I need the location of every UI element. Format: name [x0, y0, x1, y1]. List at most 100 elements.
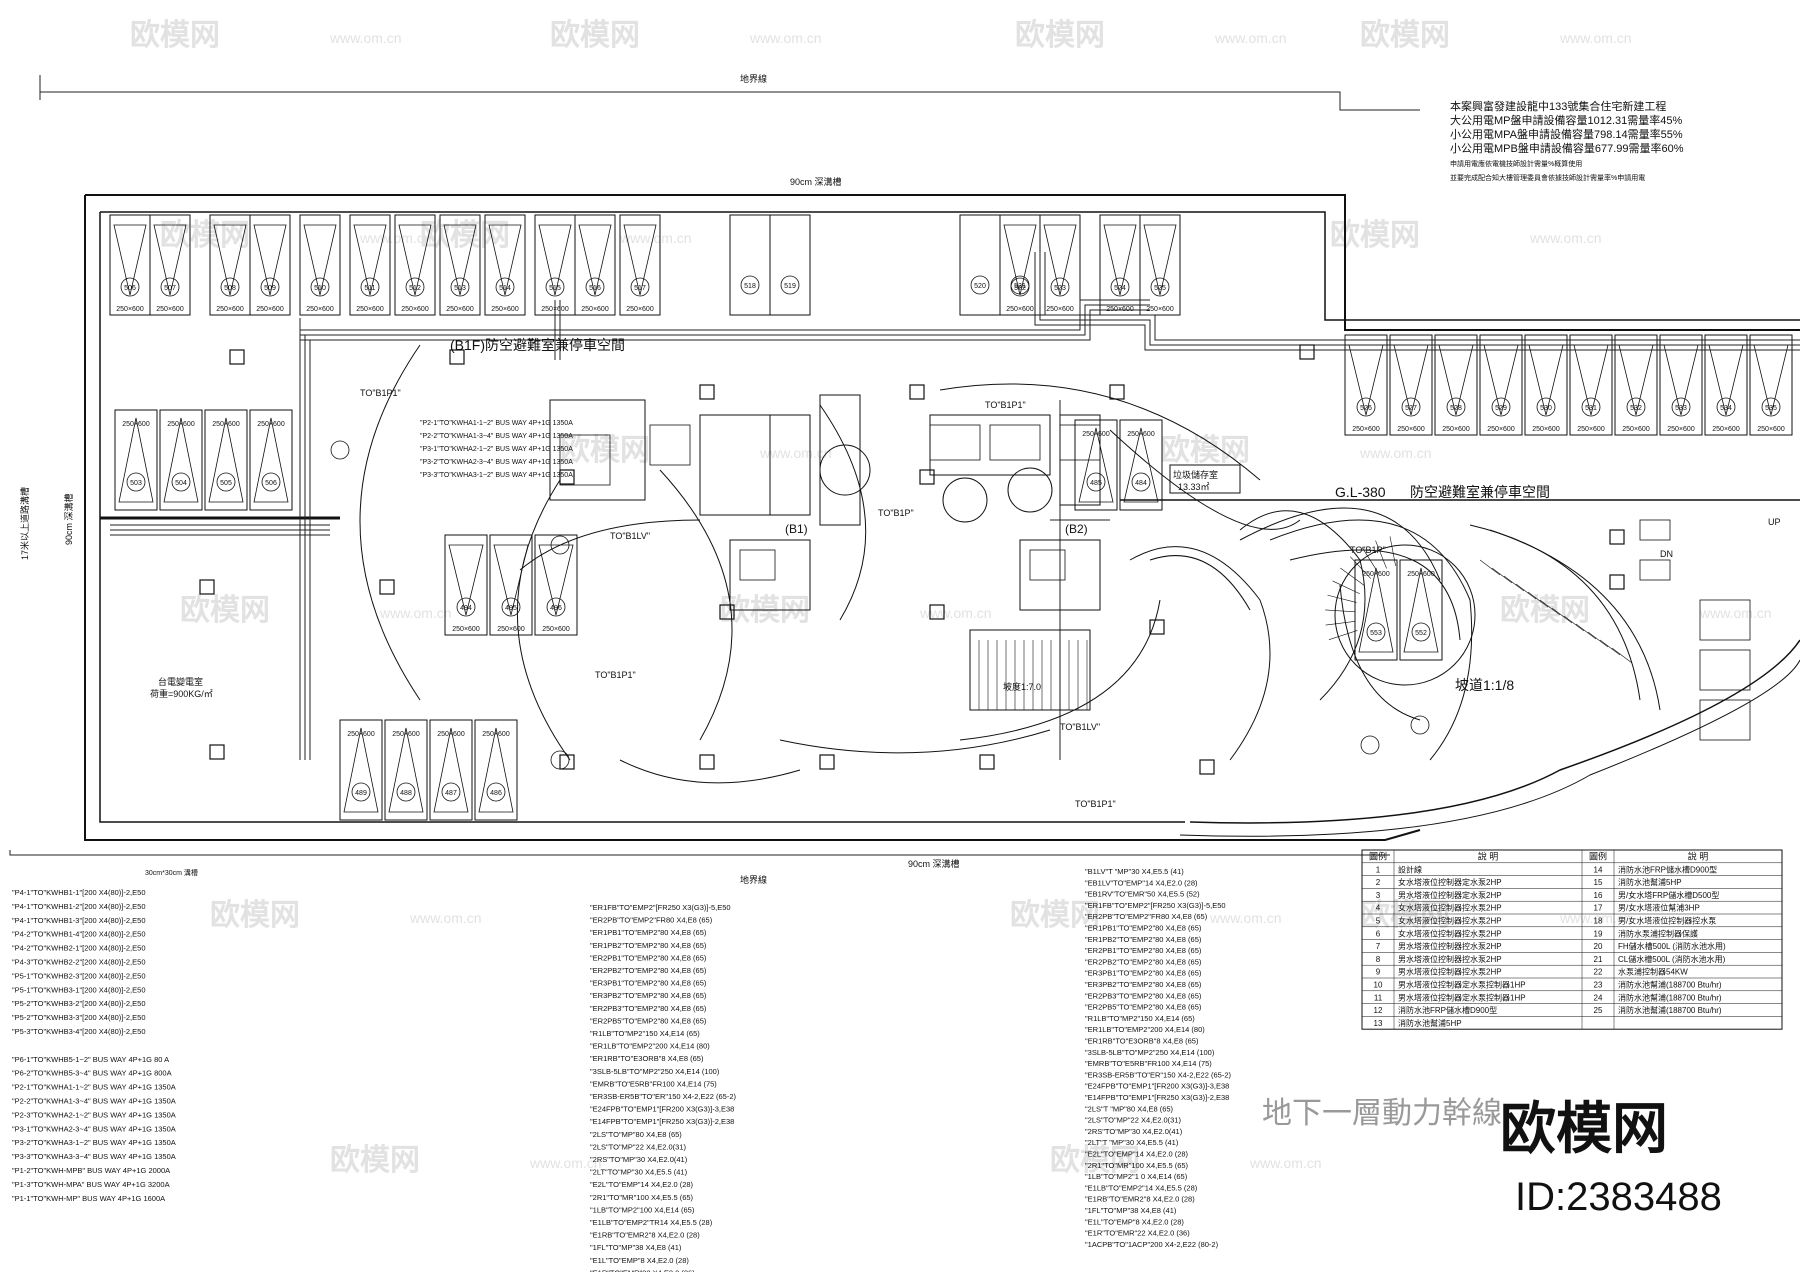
legend-cell: 男/女水塔液位幫浦3HP [1618, 903, 1700, 913]
legend-cell: 女水塔液位控制器控水泵2HP [1398, 916, 1502, 926]
transformer-load-label: 荷重=900KG/㎡ [150, 688, 213, 699]
feeder-list-line: "P5-2"TO"KWHB3-2"[200 X4(80)]-2,E50 [12, 999, 145, 1008]
feeder-list-line: "ER2PB"TO"EMP2"FR80 X4,E8 (65) [590, 916, 713, 925]
equipment-box [1699, 699, 1751, 741]
column [1609, 529, 1625, 545]
feeder-list-line: "ER3PB2"TO"EMP2"80 X4,E8 (65) [1085, 980, 1202, 989]
stall-size: 250×600 [1757, 426, 1785, 433]
legend-cell: 消防水池幫浦(188700 Btu/hr) [1618, 980, 1722, 990]
watermark-url: www.om.cn [329, 30, 402, 46]
stair-b1-label: (B1) [785, 522, 808, 536]
ramp-left-label: 坡度1:7.0 [1003, 681, 1041, 692]
stall-size: 250×600 [1082, 431, 1110, 438]
busway-routes [110, 252, 1800, 760]
legend-cell: 消防水泵浦控制器保護 [1618, 928, 1698, 938]
parking-stalls: 506250×600507250×600508250×600509250×600… [109, 214, 1793, 821]
brand-logo-text: 欧模网 [1500, 1097, 1668, 1160]
feeder-list-line: "P2-3"TO"KWHA2-1~2" BUS WAY 4P+1G 1350A [12, 1110, 176, 1119]
feeder-tag: TO"B1P1" [360, 388, 401, 398]
note-line: 大公用電MP盤申請設備容量1012.31需量率45% [1450, 113, 1682, 127]
feeder-list-line: "P2-2"TO"KWHA1-3~4" BUS WAY 4P+1G 1350A [12, 1097, 176, 1106]
stall-number: 520 [974, 283, 986, 290]
stall-number: 525 [1154, 285, 1166, 292]
parking-stall: 520 [959, 214, 1001, 316]
drawing-title: 地下一層動力幹線 [1262, 1097, 1502, 1130]
feeder-list-line: "P5-1"TO"KWHB3-1"[200 X4(80)]-2,E50 [12, 985, 145, 994]
feeder-list-line: "E1L"TO"EMP"8 X4,E2.0 (28) [590, 1256, 689, 1265]
feeder-tag: TO"B1LV" [1060, 722, 1100, 732]
equipment-box [559, 434, 611, 486]
stall-size: 250×600 [1712, 426, 1740, 433]
stall-size: 250×600 [1146, 306, 1174, 313]
watermark-text: 欧模网 [330, 1144, 420, 1177]
feeder-list-line: "E14FPB"TO"EMP1"[FR250 X3(G3)]-2,E38 [1085, 1093, 1229, 1102]
feeder-list-line: "B1LV"T "MP"30 X4,E5.5 (41) [1085, 867, 1184, 876]
note-line: 小公用電MPB盤申請設備容量677.99需量率60% [1450, 141, 1684, 155]
note-line: 申請用電應依電機技師設計需量%概算使用 [1450, 159, 1582, 168]
legend-cell: 25 [1594, 1006, 1603, 1015]
legend-cell: 消防水池幫浦(188700 Btu/hr) [1618, 1005, 1722, 1015]
stall-size: 250×600 [1442, 426, 1470, 433]
room-right-label: 防空避難室兼停車空間 [1410, 484, 1550, 500]
watermark-text: 欧模网 [550, 19, 640, 52]
stall-size: 250×600 [1006, 306, 1034, 313]
equipment-box [989, 424, 1041, 461]
watermark-text: 欧模网 [420, 219, 510, 252]
watermark-url: www.om.cn [1214, 30, 1287, 46]
stall-size: 250×600 [356, 306, 384, 313]
legend-cell: 2 [1376, 878, 1381, 887]
stair-treads [969, 536, 1633, 710]
equipment-panels [330, 424, 1751, 770]
feeder-list-line: "1ACPB"TO"1ACP"200 X4-2,E22 (80-2) [1085, 1240, 1219, 1249]
stall-number: 518 [744, 283, 756, 290]
stall-size: 250×600 [491, 306, 519, 313]
legend-cell: 21 [1594, 955, 1603, 964]
legend-cell: 4 [1376, 904, 1381, 913]
watermark-text: 欧模网 [1015, 19, 1105, 52]
legend-cell: 8 [1376, 955, 1381, 964]
stall-number: 523 [1054, 285, 1066, 292]
feeder-list-line: "R1LB"TO"MP2"150 X4,E14 (65) [590, 1029, 700, 1038]
feeder-list-line: "2RS"TO"MP"30 X4,E2.0(41) [590, 1155, 688, 1164]
legend-cell: 男水塔液位控制器控水泵2HP [1398, 941, 1502, 951]
feeder-list-line: "EMRB"TO"E5RB"FR100 X4,E14 (75) [1085, 1059, 1212, 1068]
column [979, 754, 995, 770]
column [929, 604, 945, 620]
feeder-list-line: "1LB"TO"MP2"100 X4,E14 (65) [590, 1205, 695, 1214]
feeder-list-line: "ER1LB"TO"EMP2"200 X4,E14 (80) [590, 1042, 710, 1051]
stall-size: 250×600 [1487, 426, 1515, 433]
stall-number: 510 [314, 285, 326, 292]
feeder-list-line: "E1R"TO"EMR"22 X4,E2.0 (36) [590, 1268, 695, 1272]
equipment-box [1699, 599, 1751, 641]
feeder-list-line: "P6-2"TO"KWHB5-3~4" BUS WAY 4P+1G 800A [12, 1069, 172, 1078]
motor-symbol [1410, 715, 1430, 735]
feeder-list-line: "ER1PB2"TO"EMP2"80 X4,E8 (65) [1085, 935, 1202, 944]
feeder-list-line: "E2L"TO"EMP"14 X4,E2.0 (28) [590, 1180, 694, 1189]
stall-number: 530 [1540, 405, 1552, 412]
stall-size: 250×600 [156, 306, 184, 313]
legend-cell: 1 [1376, 865, 1381, 874]
feeder-list-line: "ER2PB2"TO"EMP2"80 X4,E8 (65) [1085, 957, 1202, 966]
stall-number: 511 [364, 285, 375, 292]
stall-size: 250×600 [347, 731, 375, 738]
stall-number: 527 [1405, 405, 1417, 412]
feeder-list-line: "ER2PB"TO"EMP2"FR80 X4,E8 (65) [1085, 912, 1208, 921]
legend-cell: 男水塔液位控制器定水泵控制器1HP [1398, 980, 1526, 990]
stall-size: 250×600 [257, 421, 285, 428]
watermark-text: 欧模网 [180, 594, 270, 627]
watermark-url: www.om.cn [919, 605, 992, 621]
feeder-list-line: "P4-3"TO"KWHB2-2"[200 X4(80)]-2,E50 [12, 958, 145, 967]
gl-label: G.L-380 [1335, 484, 1386, 500]
